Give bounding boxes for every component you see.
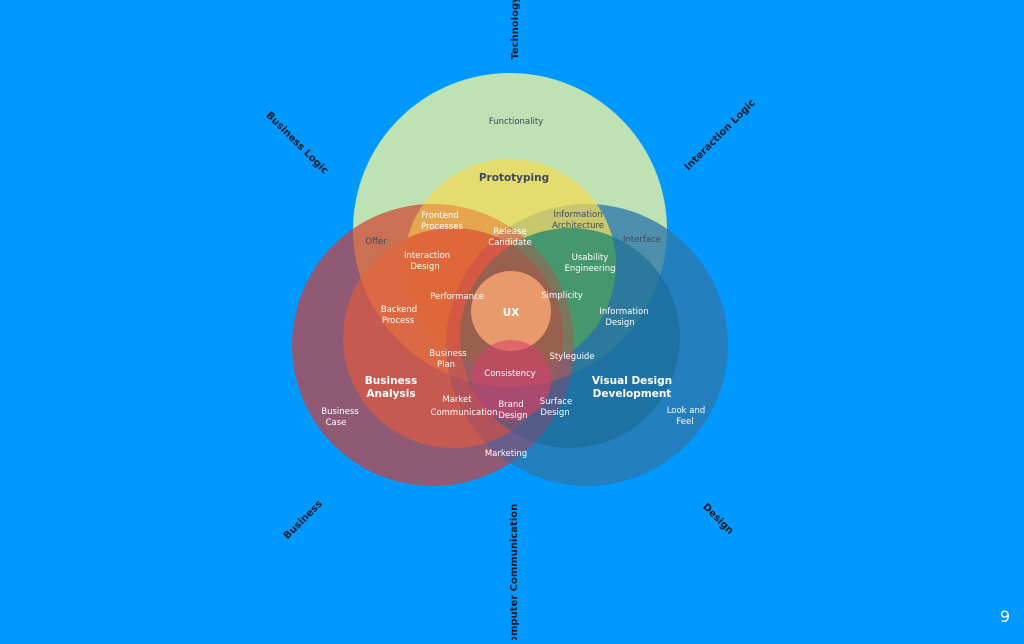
label-market-2: Communication <box>431 408 498 418</box>
label-usability-2: Engineering <box>565 264 616 274</box>
label-frontend-1: Frontend <box>421 211 459 221</box>
consistency-lens <box>471 340 551 420</box>
ux-center-circle <box>471 271 551 351</box>
label-market-1: Market <box>442 395 472 405</box>
label-look-feel-2: Feel <box>676 417 693 427</box>
axis-business: Business <box>282 499 325 542</box>
label-info-design-2: Design <box>605 318 634 328</box>
label-offer: Offer <box>365 237 387 247</box>
label-info-design-1: Information <box>599 307 648 317</box>
label-look-feel-1: Look and <box>667 406 706 416</box>
axis-business-logic: Business Logic <box>263 110 330 177</box>
label-info-arch-2: Architecture <box>552 221 604 231</box>
label-release-2: Candidate <box>488 238 531 248</box>
label-frontend-2: Processes <box>421 222 463 232</box>
label-interface: Interface <box>623 235 661 245</box>
label-brand-2: Design <box>498 411 527 421</box>
label-interaction-2: Design <box>410 262 439 272</box>
label-performance: Performance <box>430 292 484 302</box>
label-marketing: Marketing <box>485 449 527 459</box>
axis-interaction-logic: Interaction Logic <box>683 98 758 173</box>
axis-computer-communication: Computer Communication <box>509 504 520 640</box>
label-ux: UX <box>503 307 520 319</box>
label-business-case-1: Business <box>321 407 359 417</box>
label-functionality: Functionality <box>489 117 543 127</box>
label-prototyping: Prototyping <box>479 172 549 184</box>
label-release-1: Release <box>493 227 526 237</box>
label-visual-design-1: Visual Design <box>592 375 672 387</box>
page-number: 9 <box>999 607 1010 626</box>
label-business-analysis-2: Analysis <box>366 388 415 400</box>
label-business-case-2: Case <box>326 418 347 428</box>
label-surface-2: Design <box>540 408 569 418</box>
label-backend-1: Backend <box>381 305 417 315</box>
axis-technology: Technology <box>510 0 521 60</box>
label-backend-2: Process <box>382 316 415 326</box>
label-info-arch-1: Information <box>553 210 602 220</box>
axis-design: Design <box>700 502 735 537</box>
label-consistency: Consistency <box>484 369 535 379</box>
label-simplicity: Simplicity <box>541 291 583 301</box>
label-surface-1: Surface <box>540 397 572 407</box>
label-usability-1: Usability <box>572 253 609 263</box>
label-business-plan-2: Plan <box>437 360 455 370</box>
label-business-plan-1: Business <box>429 349 467 359</box>
label-interaction-1: Interaction <box>404 251 450 261</box>
label-business-analysis-1: Business <box>365 375 417 387</box>
label-styleguide: Styleguide <box>549 352 594 362</box>
label-visual-design-2: Development <box>593 388 672 400</box>
label-brand-1: Brand <box>498 400 523 410</box>
